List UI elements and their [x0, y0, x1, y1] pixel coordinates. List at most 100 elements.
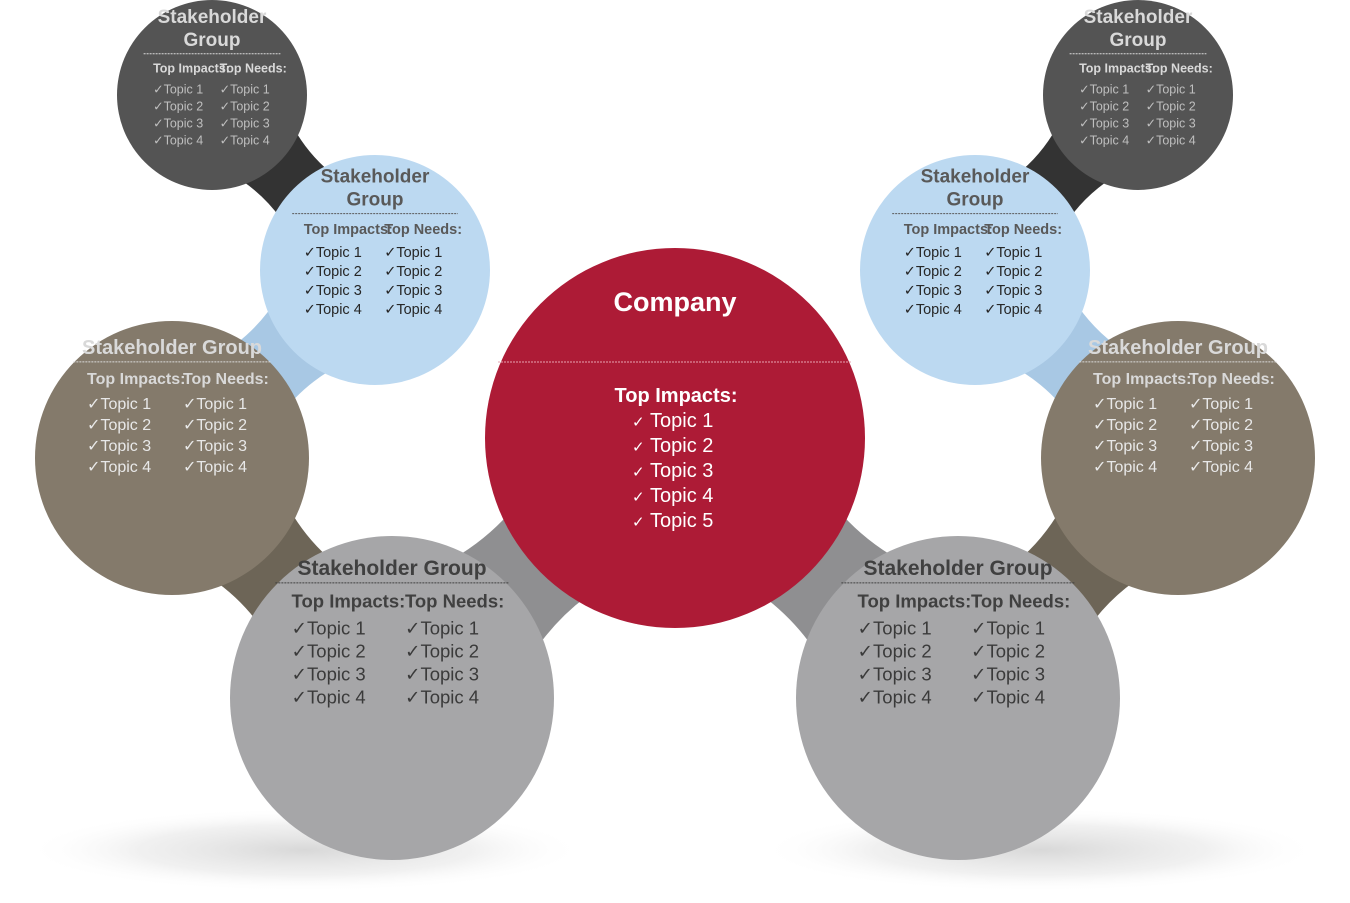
- impact-item: ✓Topic 4: [87, 459, 151, 476]
- need-item: ✓Topic 1: [1146, 82, 1196, 96]
- need-item: ✓Topic 4: [984, 302, 1042, 318]
- need-item: ✓Topic 2: [220, 99, 270, 113]
- impact-item: ✓Topic 3: [87, 438, 151, 455]
- group-title: Stakeholder Group: [1088, 337, 1268, 359]
- need-item: ✓Topic 3: [984, 283, 1042, 299]
- need-item: ✓Topic 2: [971, 640, 1045, 661]
- impact-item: ✓Topic 3: [1093, 438, 1157, 455]
- needs-label: Top Needs:: [405, 590, 504, 611]
- impact-item: ✓Topic 4: [858, 686, 932, 707]
- company-impact-item: Topic 1: [650, 410, 713, 432]
- need-item: ✓Topic 3: [1146, 116, 1196, 130]
- gray-left-circle: [230, 536, 554, 860]
- need-item: ✓Topic 1: [220, 82, 270, 96]
- impact-item: ✓Topic 3: [904, 283, 962, 299]
- need-item: ✓Topic 2: [1189, 417, 1253, 434]
- impacts-label: Top Impacts:: [304, 222, 393, 238]
- need-item: ✓Topic 1: [1189, 396, 1253, 413]
- checkmark-icon: ✓: [632, 489, 645, 506]
- need-item: ✓Topic 3: [220, 116, 270, 130]
- group-title: Stakeholder Group: [82, 337, 262, 359]
- group-title: Group: [947, 190, 1004, 211]
- needs-label: Top Needs:: [1146, 61, 1213, 75]
- need-item: ✓Topic 2: [384, 264, 442, 280]
- impacts-label: Top Impacts:: [292, 590, 406, 611]
- impacts-label: Top Impacts:: [153, 61, 230, 75]
- impact-item: ✓Topic 1: [1093, 396, 1157, 413]
- impact-item: ✓Topic 2: [858, 640, 932, 661]
- need-item: ✓Topic 4: [183, 459, 247, 476]
- ground-shadows: [25, 808, 1320, 892]
- need-item: ✓Topic 3: [1189, 438, 1253, 455]
- impact-item: ✓Topic 1: [858, 617, 932, 638]
- impact-item: ✓Topic 4: [1093, 459, 1157, 476]
- need-item: ✓Topic 1: [384, 245, 442, 261]
- company-impacts-label: Top Impacts:: [615, 385, 738, 407]
- need-item: ✓Topic 4: [971, 686, 1045, 707]
- company-circle: [485, 248, 865, 628]
- checkmark-icon: ✓: [632, 439, 645, 456]
- dark-left-circle: [117, 0, 307, 190]
- impact-item: ✓Topic 2: [1079, 99, 1129, 113]
- checkmark-icon: ✓: [632, 514, 645, 531]
- impact-item: ✓Topic 3: [1079, 116, 1129, 130]
- needs-label: Top Needs:: [1189, 371, 1275, 388]
- blue-left-circle: [260, 155, 490, 385]
- need-item: ✓Topic 2: [1146, 99, 1196, 113]
- needs-label: Top Needs:: [984, 222, 1062, 238]
- need-item: ✓Topic 3: [384, 283, 442, 299]
- company-impact-item: Topic 5: [650, 510, 713, 532]
- company-impact-item: Topic 4: [650, 485, 713, 507]
- dark-right-circle: [1043, 0, 1233, 190]
- group-title: Stakeholder: [321, 167, 430, 188]
- group-title: Stakeholder Group: [863, 557, 1052, 580]
- group-title: Group: [1110, 30, 1167, 51]
- needs-label: Top Needs:: [971, 590, 1070, 611]
- bubble-shapes: [35, 0, 1315, 860]
- impacts-label: Top Impacts:: [1093, 371, 1191, 388]
- impact-item: ✓Topic 3: [858, 663, 932, 684]
- impacts-label: Top Impacts:: [87, 371, 185, 388]
- impact-item: ✓Topic 3: [153, 116, 203, 130]
- impact-item: ✓Topic 4: [153, 133, 203, 147]
- impact-item: ✓Topic 1: [904, 245, 962, 261]
- impact-item: ✓Topic 2: [904, 264, 962, 280]
- need-item: ✓Topic 4: [1146, 133, 1196, 147]
- group-title: Stakeholder: [158, 7, 267, 28]
- impact-item: ✓Topic 2: [292, 640, 366, 661]
- impact-item: ✓Topic 1: [292, 617, 366, 638]
- need-item: ✓Topic 4: [384, 302, 442, 318]
- group-title: Stakeholder Group: [297, 557, 486, 580]
- impact-item: ✓Topic 2: [304, 264, 362, 280]
- need-item: ✓Topic 4: [405, 686, 479, 707]
- impacts-label: Top Impacts:: [904, 222, 993, 238]
- need-item: ✓Topic 3: [405, 663, 479, 684]
- impacts-label: Top Impacts:: [1079, 61, 1156, 75]
- impact-item: ✓Topic 3: [304, 283, 362, 299]
- group-title: Group: [347, 190, 404, 211]
- impact-item: ✓Topic 4: [1079, 133, 1129, 147]
- need-item: ✓Topic 1: [971, 617, 1045, 638]
- need-item: ✓Topic 2: [183, 417, 247, 434]
- impact-item: ✓Topic 2: [153, 99, 203, 113]
- checkmark-icon: ✓: [632, 464, 645, 481]
- impact-item: ✓Topic 3: [292, 663, 366, 684]
- impact-item: ✓Topic 1: [153, 82, 203, 96]
- need-item: ✓Topic 4: [1189, 459, 1253, 476]
- impact-item: ✓Topic 4: [904, 302, 962, 318]
- needs-label: Top Needs:: [384, 222, 462, 238]
- impacts-label: Top Impacts:: [858, 590, 972, 611]
- impact-item: ✓Topic 4: [304, 302, 362, 318]
- need-item: ✓Topic 2: [984, 264, 1042, 280]
- impact-item: ✓Topic 2: [87, 417, 151, 434]
- need-item: ✓Topic 3: [183, 438, 247, 455]
- checkmark-icon: ✓: [632, 414, 645, 431]
- need-item: ✓Topic 2: [405, 640, 479, 661]
- impact-item: ✓Topic 1: [304, 245, 362, 261]
- impact-item: ✓Topic 1: [87, 396, 151, 413]
- gray-right-circle: [796, 536, 1120, 860]
- company-impact-item: Topic 3: [650, 460, 713, 482]
- taupe-right-circle: [1041, 321, 1315, 595]
- group-title: Stakeholder: [921, 167, 1030, 188]
